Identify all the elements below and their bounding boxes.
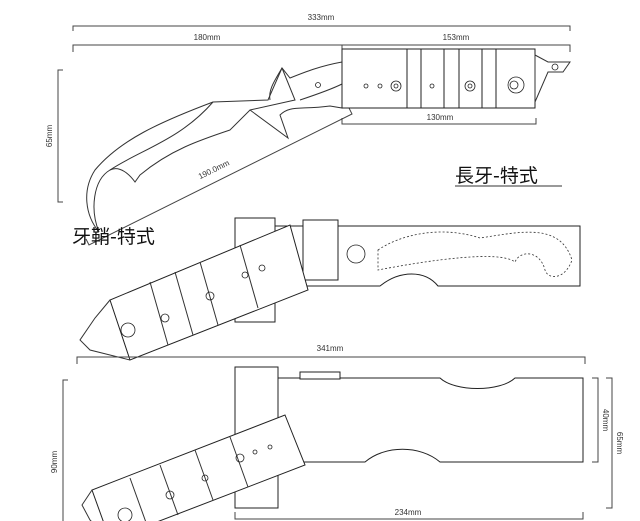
svg-text:65mm: 65mm [45, 125, 54, 148]
svg-text:40mm: 40mm [601, 409, 610, 432]
sheath-view: 341mm 90mm 40mm 65mm 234mm [50, 344, 624, 521]
svg-text:153mm: 153mm [443, 33, 470, 42]
blade-shape [86, 61, 343, 233]
sheath-title: 牙鞘-特式 [72, 226, 155, 248]
svg-text:130mm: 130mm [427, 113, 454, 122]
dim-341: 341mm [76, 344, 586, 364]
svg-text:234mm: 234mm [395, 508, 422, 517]
sheath-body [277, 377, 584, 463]
sheath-body [274, 225, 581, 287]
sheath-clip [302, 219, 339, 281]
blade-view: 333mm 180mm 153mm 65mm 190.0mm 130mm [45, 13, 571, 246]
blade-handle [341, 48, 571, 109]
svg-text:90mm: 90mm [50, 451, 59, 474]
blade-title: 長牙-特式 [455, 165, 538, 187]
dim-234: 234mm [234, 508, 584, 520]
sheath-view-closed: 牙鞘-特式 [72, 217, 581, 361]
dim-65-vertical: 65mm [606, 377, 624, 509]
sheath-handle-angled [81, 414, 306, 521]
dim-180: 180mm [72, 33, 343, 52]
dim-90-vertical: 90mm [50, 379, 68, 521]
svg-text:190.0mm: 190.0mm [197, 158, 231, 181]
sheath-button [346, 244, 366, 264]
sheath-handle-angled [79, 224, 309, 361]
svg-text:341mm: 341mm [317, 344, 344, 353]
svg-text:180mm: 180mm [194, 33, 221, 42]
svg-text:65mm: 65mm [615, 432, 624, 455]
dim-65-vertical: 65mm [45, 69, 63, 203]
dim-333: 333mm [72, 13, 571, 31]
blade-outline-hidden [377, 231, 573, 277]
dim-40-vertical: 40mm [592, 377, 610, 463]
svg-text:333mm: 333mm [308, 13, 335, 22]
sheath-clip [299, 371, 341, 380]
dim-130: 130mm [341, 113, 537, 125]
